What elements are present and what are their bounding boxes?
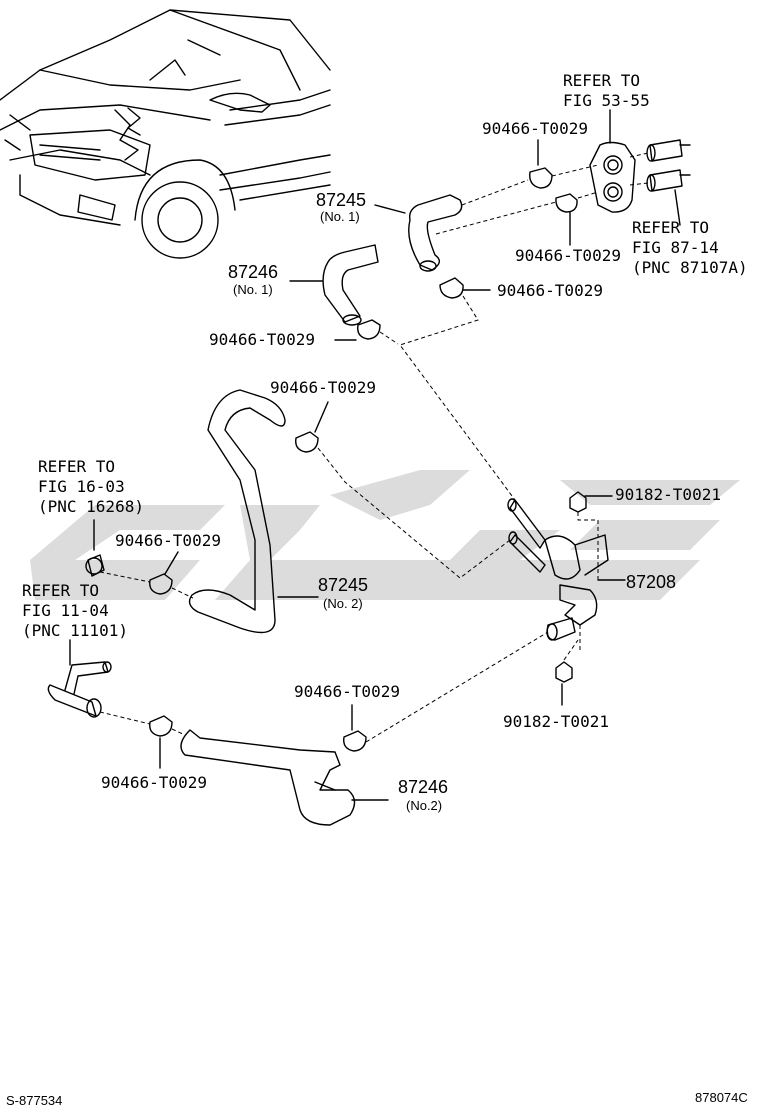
ref-fig11-line1: REFER TO: [22, 581, 100, 600]
ref-fig87-line1: REFER TO: [632, 218, 710, 237]
vehicle-illustration: [0, 9, 331, 259]
hose-87245-no2: [188, 389, 319, 634]
pipe-fig16: [85, 519, 105, 577]
part-87245-label-2: 87245: [318, 575, 369, 595]
ref-fig16-line2: FIG 16-03: [38, 477, 125, 496]
clamp-label-7: 90466-T0029: [294, 682, 400, 701]
ref-fig87-line3: (PNC 87107A): [632, 258, 748, 277]
ref-fig53-line1: REFER TO: [563, 71, 641, 90]
part-87245-label-1: 87245: [316, 190, 367, 210]
part-87245-no2: (No. 2): [323, 596, 363, 611]
bolt-label-2: 90182-T0021: [503, 712, 609, 731]
pipe-fig11: [47, 639, 112, 718]
ref-fig16-line3: (PNC 16268): [38, 497, 144, 516]
footer-right-code: 878074C: [695, 1090, 748, 1105]
hose-87245-no1: [374, 194, 463, 272]
bolt-label-1: 90182-T0021: [615, 485, 721, 504]
clamp-label-6: 90466-T0029: [115, 531, 221, 550]
clamp-label-1: 90466-T0029: [482, 119, 588, 138]
bolt-bottom: [555, 661, 573, 706]
hose-87246-no1: [289, 244, 379, 326]
ref-fig16-line1: REFER TO: [38, 457, 116, 476]
connection-lines: [99, 152, 649, 743]
ref-fig11-line3: (PNC 11101): [22, 621, 128, 640]
bolt-top: [569, 491, 613, 513]
clamps: [149, 139, 578, 769]
hose-87246-no2: [180, 729, 389, 826]
clamp-label-4: 90466-T0029: [209, 330, 315, 349]
clamp-label-8: 90466-T0029: [101, 773, 207, 792]
clamp-label-5: 90466-T0029: [270, 378, 376, 397]
clamp-label-3: 90466-T0029: [497, 281, 603, 300]
firewall-grommet: [589, 109, 636, 213]
footer-left-code: S-877534: [6, 1093, 63, 1108]
ref-fig53-line2: FIG 53-55: [563, 91, 650, 110]
heater-pipes: [646, 139, 691, 226]
clamp-label-2: 90466-T0029: [515, 246, 621, 265]
part-87246-no1: (No. 1): [233, 282, 273, 297]
ref-fig87-line2: FIG 87-14: [632, 238, 719, 257]
part-87246-label-1: 87246: [228, 262, 279, 282]
part-87208-label: 87208: [626, 572, 677, 592]
part-87245-no1: (No. 1): [320, 209, 360, 224]
ref-fig11-line2: FIG 11-04: [22, 601, 109, 620]
part-87246-label-2: 87246: [398, 777, 449, 797]
watermark: [30, 470, 740, 600]
water-valve-87208: [507, 498, 626, 641]
part-87246-no2: (No.2): [406, 798, 443, 813]
